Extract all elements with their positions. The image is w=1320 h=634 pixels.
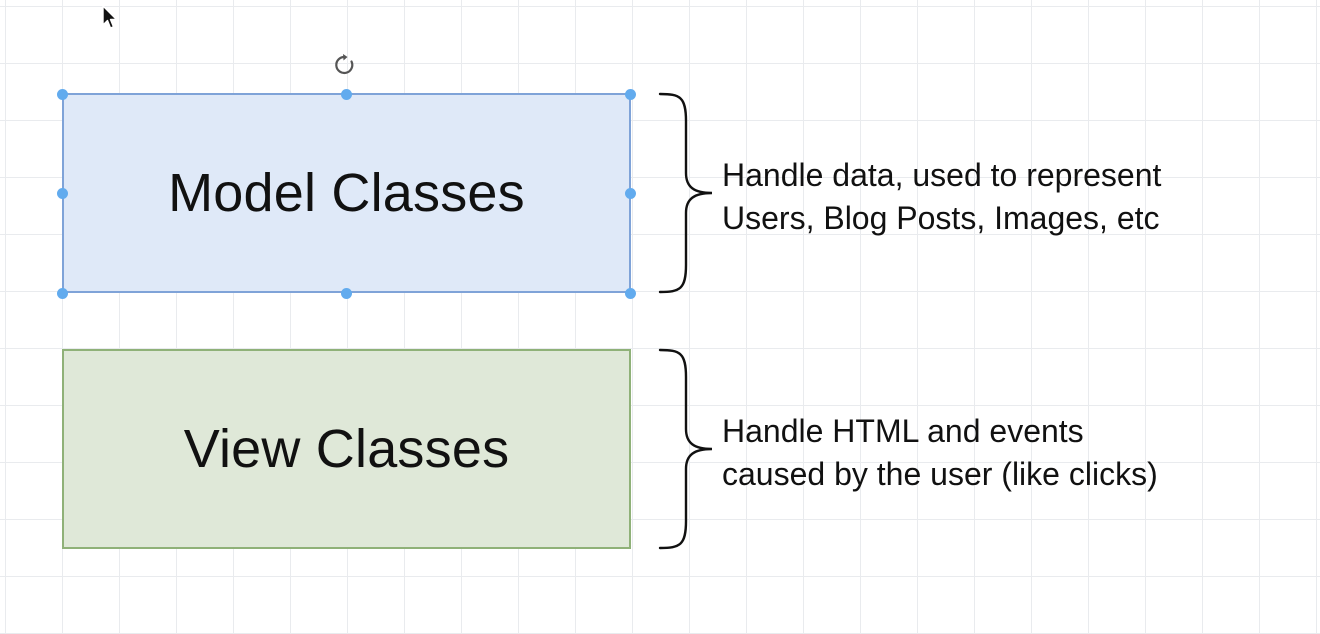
resize-handle-bottom-right[interactable] [624,287,636,299]
view-classes-box[interactable]: View Classes [62,349,631,549]
resize-handle-left[interactable] [56,187,68,199]
model-description-text[interactable]: Handle data, used to represent Users, Bl… [722,154,1161,240]
resize-handle-top[interactable] [340,88,352,100]
view-description-line-1: Handle HTML and events [722,413,1084,449]
model-curly-brace[interactable] [656,91,716,295]
mouse-pointer-icon [102,5,118,29]
rotate-icon[interactable] [333,53,357,77]
view-curly-brace[interactable] [656,347,716,551]
model-description-line-2: Users, Blog Posts, Images, etc [722,200,1160,236]
model-classes-label: Model Classes [168,163,525,223]
view-description-text[interactable]: Handle HTML and events caused by the use… [722,410,1158,496]
view-classes-label: View Classes [183,419,510,479]
model-description-line-1: Handle data, used to represent [722,157,1162,193]
view-description-line-2: caused by the user (like clicks) [722,456,1158,492]
model-classes-box[interactable]: Model Classes [62,93,631,293]
resize-handle-bottom-left[interactable] [56,287,68,299]
resize-handle-top-right[interactable] [624,88,636,100]
resize-handle-bottom[interactable] [340,287,352,299]
resize-handle-right[interactable] [624,187,636,199]
resize-handle-top-left[interactable] [56,88,68,100]
